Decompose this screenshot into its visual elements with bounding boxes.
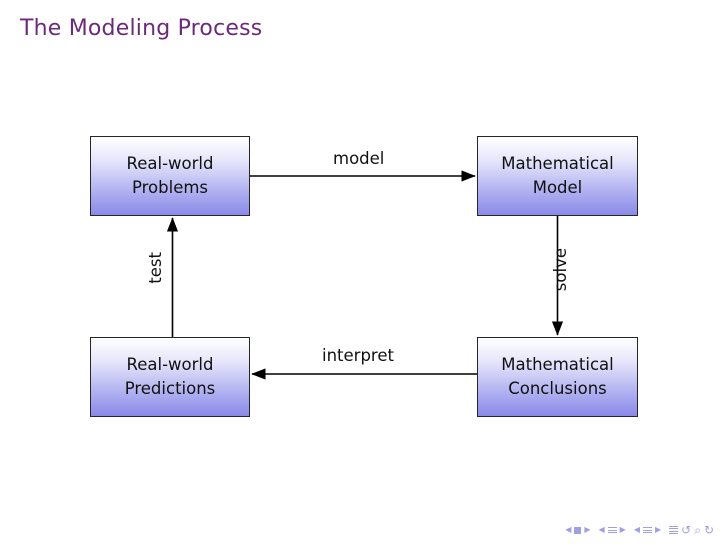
- subsection-icon[interactable]: [642, 526, 652, 535]
- edge-label-solve: solve: [551, 248, 570, 292]
- edge-label-model: model: [333, 149, 385, 168]
- node-label-line2: Model: [532, 178, 583, 197]
- back-icon[interactable]: ↺: [681, 523, 692, 537]
- next-section-icon[interactable]: ▶: [619, 525, 626, 534]
- nav-group-misc[interactable]: ↺ ⌕ ↻: [669, 524, 714, 536]
- next-slide-icon[interactable]: ▶: [584, 525, 591, 534]
- node-label-line1: Real-world: [126, 355, 214, 375]
- beamer-navigation-bar[interactable]: ◀ ▶ ◀ ▶ ◀ ▶ ↺ ⌕ ↻: [565, 524, 714, 536]
- search-icon[interactable]: ⌕: [694, 523, 701, 537]
- nav-group-slide[interactable]: ◀ ▶: [565, 525, 591, 534]
- nav-group-subsection[interactable]: ◀ ▶: [634, 526, 661, 535]
- section-icon[interactable]: [607, 526, 617, 535]
- prev-slide-icon[interactable]: ◀: [565, 525, 572, 534]
- node-label-line1: Mathematical: [501, 154, 614, 174]
- node-label-line1: Real-world: [126, 154, 214, 174]
- node-label-line2: Problems: [131, 178, 209, 197]
- edge-label-interpret: interpret: [322, 346, 394, 365]
- page-title: The Modeling Process: [20, 16, 263, 41]
- prev-subsection-icon[interactable]: ◀: [633, 525, 640, 534]
- node-mathematical-model: Mathematical Model: [477, 136, 638, 216]
- node-mathematical-conclusions: Mathematical Conclusions: [477, 337, 638, 417]
- node-label-line1: Mathematical: [501, 355, 614, 375]
- node-real-world-problems: Real-world Problems: [90, 136, 250, 216]
- next-subsection-icon[interactable]: ▶: [654, 525, 662, 534]
- frame-icon[interactable]: [574, 526, 582, 534]
- node-real-world-predictions: Real-world Predictions: [90, 337, 250, 417]
- nav-group-section[interactable]: ◀ ▶: [599, 526, 626, 535]
- forward-icon[interactable]: ↻: [703, 523, 714, 537]
- node-label-line2: Predictions: [124, 379, 216, 398]
- contents-icon[interactable]: [669, 524, 679, 536]
- edge-label-test: test: [146, 252, 165, 284]
- node-label-line2: Conclusions: [508, 379, 607, 398]
- prev-section-icon[interactable]: ◀: [598, 525, 605, 534]
